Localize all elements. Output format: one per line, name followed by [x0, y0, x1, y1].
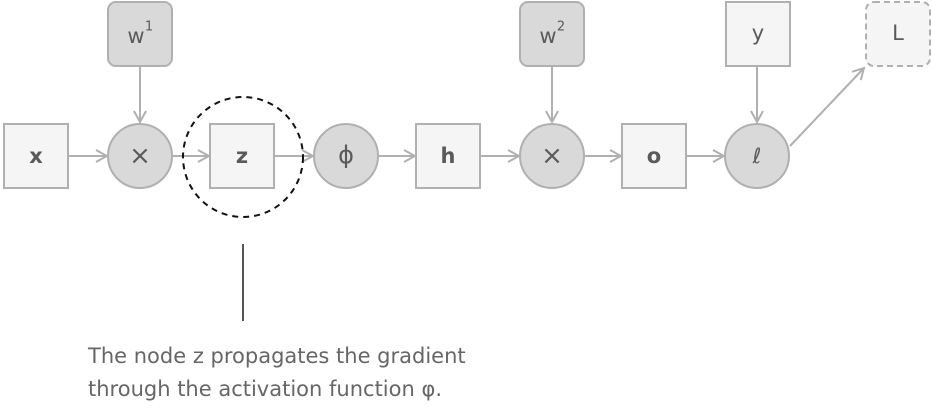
node-o: o [621, 123, 687, 189]
node-loss: ℓ [724, 123, 790, 189]
node-z-label: z [236, 144, 248, 168]
node-L: L [865, 1, 931, 67]
phi-icon: ϕ [338, 141, 354, 169]
highlight-circle [182, 96, 304, 218]
node-y: y [725, 1, 791, 67]
node-y-label: y [752, 21, 764, 45]
node-mul1: × [107, 123, 173, 189]
node-w1-label: w [127, 24, 144, 48]
node-x: x [3, 123, 69, 189]
annotation-text: The node z propagates the gradient throu… [88, 340, 466, 406]
node-h-label: h [441, 144, 456, 168]
node-mul2: × [519, 123, 585, 189]
node-h: h [415, 123, 481, 189]
node-w2-label: w [539, 24, 556, 48]
node-w2: w 2 [519, 1, 585, 67]
node-w1-superscript: 1 [145, 20, 153, 35]
multiply-icon: × [129, 141, 151, 171]
node-w2-superscript: 2 [557, 20, 565, 35]
node-L-label: L [892, 21, 904, 45]
edge-loss-L [789, 68, 864, 147]
node-w1: w 1 [107, 1, 173, 67]
node-o-label: o [647, 144, 661, 168]
annotation-line-2: through the activation function φ. [88, 377, 442, 401]
loss-icon: ℓ [752, 144, 762, 168]
multiply-icon: × [541, 141, 563, 171]
annotation-line-1: The node z propagates the gradient [88, 344, 466, 368]
node-x-label: x [29, 144, 43, 168]
node-z: z [209, 123, 275, 189]
node-phi: ϕ [313, 123, 379, 189]
